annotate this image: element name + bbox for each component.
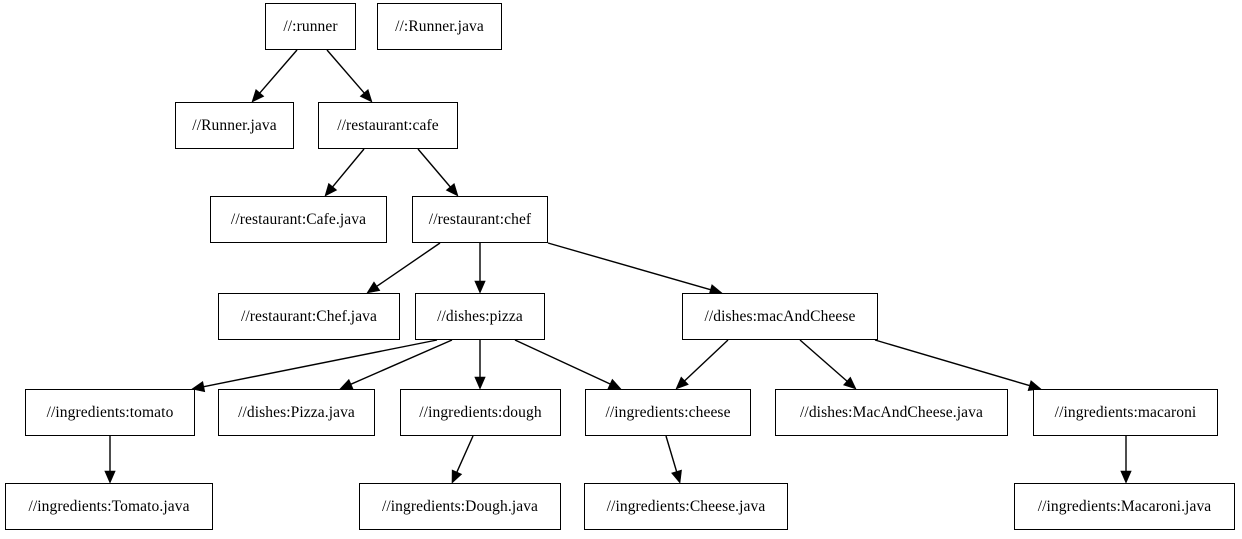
arrowhead-icon xyxy=(474,376,486,390)
graph-node-label: //restaurant:Cafe.java xyxy=(230,210,367,228)
graph-node-label: //ingredients:cheese xyxy=(605,403,731,421)
graph-node-label: //restaurant:cafe xyxy=(337,116,439,134)
graph-edge-macandcheese-to-cheese xyxy=(675,339,729,390)
graph-node-pizza_java[interactable]: //dishes:Pizza.java xyxy=(218,389,375,436)
graph-edge-pizza-to-pizza_java xyxy=(339,339,453,390)
graph-node-label: //ingredients:tomato xyxy=(46,403,174,421)
arrowhead-icon xyxy=(451,469,463,484)
graph-node-dough[interactable]: //ingredients:dough xyxy=(400,389,561,436)
graph-edge-chef-to-chef_java xyxy=(366,242,441,294)
graph-edge-macandcheese-to-macandcheese_java xyxy=(799,339,857,390)
arrowhead-icon xyxy=(607,378,622,390)
graph-node-label: //dishes:macAndCheese xyxy=(704,307,856,325)
graph-node-macandcheese[interactable]: //dishes:macAndCheese xyxy=(682,293,878,340)
graph-node-chef[interactable]: //restaurant:chef xyxy=(412,196,548,243)
graph-node-dough_java[interactable]: //ingredients:Dough.java xyxy=(359,483,561,530)
arrowhead-icon xyxy=(366,281,381,294)
graph-edge-runner-to-cafe xyxy=(326,49,373,103)
graph-node-label: //ingredients:Cheese.java xyxy=(606,497,766,515)
graph-node-label: //:Runner.java xyxy=(395,17,484,35)
graph-edge-chef-to-macandcheese xyxy=(547,242,723,296)
graph-node-cafe_java[interactable]: //restaurant:Cafe.java xyxy=(210,196,387,243)
graph-edge-pizza-to-cheese xyxy=(514,339,622,390)
graph-node-label: //Runner.java xyxy=(192,116,277,134)
graph-node-tomato_java[interactable]: //ingredients:Tomato.java xyxy=(5,483,213,530)
arrowhead-icon xyxy=(191,381,206,393)
arrowhead-icon xyxy=(104,470,116,484)
graph-node-cafe[interactable]: //restaurant:cafe xyxy=(318,102,458,149)
arrowhead-icon xyxy=(474,280,486,294)
graph-node-chef_java[interactable]: //restaurant:Chef.java xyxy=(218,293,400,340)
graph-node-runner_java[interactable]: //Runner.java xyxy=(175,102,294,149)
arrowhead-icon xyxy=(445,182,459,197)
graph-edge-chef-to-pizza xyxy=(474,243,486,294)
graph-edge-runner-to-runner_java xyxy=(251,49,298,103)
graph-node-label: //ingredients:Tomato.java xyxy=(28,497,190,515)
graph-node-label: //restaurant:Chef.java xyxy=(240,307,378,325)
graph-edge-pizza-to-dough xyxy=(474,340,486,390)
arrowhead-icon xyxy=(675,376,689,390)
graph-node-cheese[interactable]: //ingredients:cheese xyxy=(585,389,751,436)
arrowhead-icon xyxy=(251,88,265,103)
graph-node-label: //dishes:pizza xyxy=(437,307,523,325)
arrowhead-icon xyxy=(359,88,373,103)
graph-node-runner_java_root[interactable]: //:Runner.java xyxy=(377,3,502,50)
graph-node-label: //ingredients:Dough.java xyxy=(381,497,539,515)
graph-edge-pizza-to-tomato xyxy=(191,339,438,393)
arrowhead-icon xyxy=(671,469,682,484)
graph-node-tomato[interactable]: //ingredients:tomato xyxy=(25,389,195,436)
graph-node-pizza[interactable]: //dishes:pizza xyxy=(415,293,545,340)
arrowhead-icon xyxy=(1120,470,1132,484)
graph-edge-cafe-to-cafe_java xyxy=(324,148,365,197)
graph-node-label: //restaurant:chef xyxy=(428,210,532,228)
arrowhead-icon xyxy=(843,376,857,390)
graph-node-label: //ingredients:macaroni xyxy=(1054,403,1197,421)
graph-node-macandcheese_java[interactable]: //dishes:MacAndCheese.java xyxy=(775,389,1008,436)
graph-node-runner[interactable]: //:runner xyxy=(265,3,356,50)
graph-node-macaroni[interactable]: //ingredients:macaroni xyxy=(1033,389,1218,436)
graph-edge-macandcheese-to-macaroni xyxy=(874,339,1042,391)
graph-edge-cheese-to-cheese_java xyxy=(665,435,682,484)
graph-edge-macaroni-to-macaroni_java xyxy=(1120,436,1132,484)
graph-node-label: //dishes:MacAndCheese.java xyxy=(800,403,983,421)
arrowhead-icon xyxy=(339,378,354,390)
graph-node-label: //ingredients:Macaroni.java xyxy=(1037,497,1212,515)
graph-edge-dough-to-dough_java xyxy=(451,435,474,484)
graph-node-label: //dishes:Pizza.java xyxy=(238,403,355,421)
graph-edge-tomato-to-tomato_java xyxy=(104,436,116,484)
graph-node-label: //:runner xyxy=(283,17,338,35)
graph-node-cheese_java[interactable]: //ingredients:Cheese.java xyxy=(584,483,788,530)
arrowhead-icon xyxy=(324,182,338,197)
graph-edge-cafe-to-chef xyxy=(417,148,459,197)
graph-node-macaroni_java[interactable]: //ingredients:Macaroni.java xyxy=(1014,483,1235,530)
graph-node-label: //ingredients:dough xyxy=(419,403,542,421)
